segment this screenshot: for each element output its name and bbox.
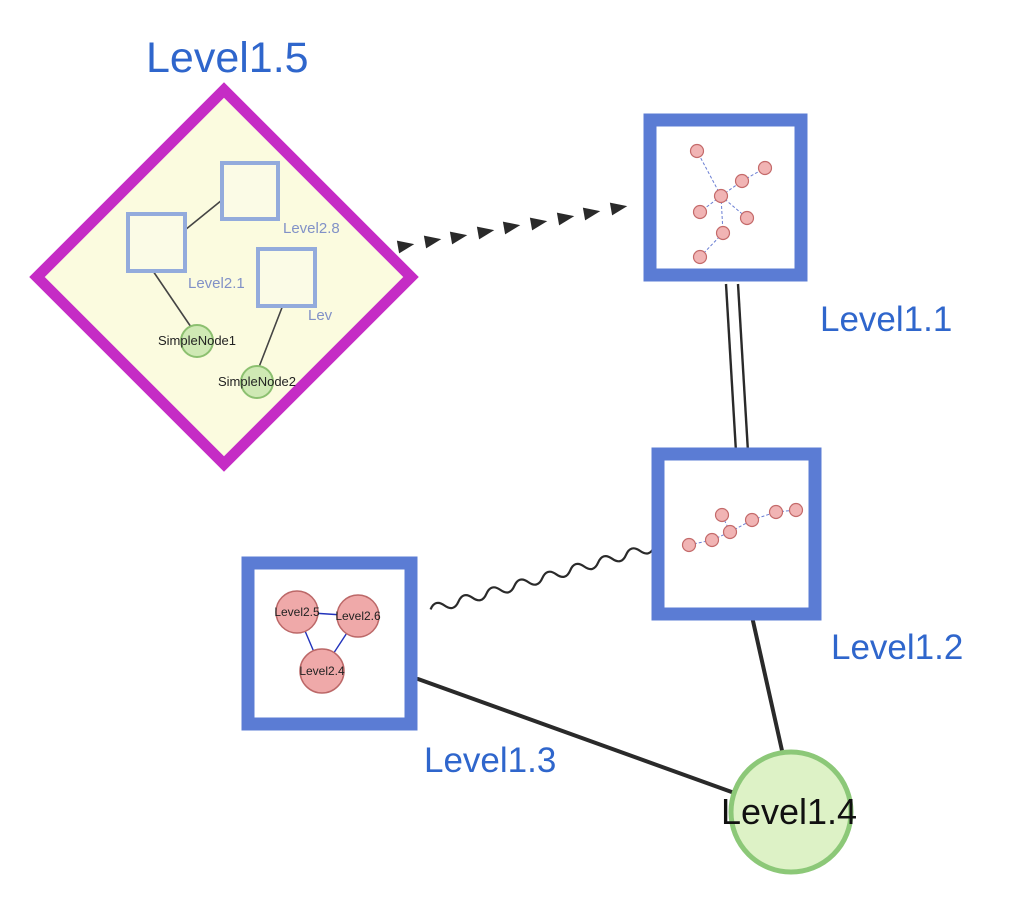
edge-lev-to-simplenode2[interactable] <box>258 304 284 368</box>
arrow-glyph <box>476 226 495 240</box>
label-level11: Level1.1 <box>820 300 952 339</box>
arrow-glyph <box>449 231 468 245</box>
level13-frame[interactable] <box>241 556 418 731</box>
arrow-glyph <box>423 235 442 249</box>
edge-level15-to-level11[interactable] <box>396 200 629 254</box>
edge-level21-to-level28[interactable] <box>184 199 223 231</box>
small-node[interactable] <box>722 524 738 540</box>
small-node[interactable] <box>692 249 708 265</box>
level11-inner-graph <box>689 143 773 265</box>
edge-level12-to-level13[interactable] <box>429 543 656 614</box>
node-level13[interactable]: Level2.5 Level2.6 Level2.4 <box>241 556 418 731</box>
node-level24[interactable] <box>299 648 345 694</box>
small-node[interactable] <box>681 537 697 553</box>
arrow-glyph <box>529 217 548 231</box>
level12-inner-graph <box>681 502 804 553</box>
small-node[interactable] <box>715 225 731 241</box>
label-level12: Level1.2 <box>831 628 963 667</box>
label-simplenode1: SimpleNode1 <box>158 333 236 348</box>
label-lev: Lev <box>308 307 333 324</box>
label-level26: Level2.6 <box>335 609 381 623</box>
wavy-line <box>429 546 656 610</box>
small-node[interactable] <box>788 502 804 518</box>
small-node[interactable] <box>768 504 784 520</box>
small-node[interactable] <box>704 532 720 548</box>
node-level25[interactable] <box>275 590 319 634</box>
label-level13: Level1.3 <box>424 741 556 780</box>
small-node[interactable] <box>714 507 730 523</box>
node-level11[interactable] <box>643 113 808 282</box>
label-level15: Level1.5 <box>146 34 309 82</box>
arrow-glyph <box>556 212 575 226</box>
level15-diamond-shape[interactable] <box>29 82 419 472</box>
node-level12[interactable] <box>651 447 822 621</box>
small-node[interactable] <box>713 188 729 204</box>
small-node[interactable] <box>734 173 750 189</box>
small-node[interactable] <box>689 143 705 159</box>
node-simplenode1[interactable] <box>180 324 214 358</box>
level14-circle-shape[interactable] <box>728 749 854 875</box>
node-level28[interactable] <box>220 161 280 221</box>
label-level21: Level2.1 <box>188 275 245 292</box>
double-line-left <box>724 283 738 453</box>
edge-level11-to-level12[interactable] <box>724 283 750 453</box>
inner-dashed-edge[interactable] <box>696 150 722 197</box>
edge-level12-to-level14[interactable] <box>751 619 785 757</box>
node-level14[interactable]: Level1.4 <box>721 749 857 875</box>
arrow-glyph <box>396 240 415 254</box>
label-level28: Level2.8 <box>283 220 340 237</box>
small-node[interactable] <box>739 210 755 226</box>
level11-frame[interactable] <box>643 113 808 282</box>
level13-inner-graph: Level2.5 Level2.6 Level2.4 <box>274 590 381 694</box>
label-level24: Level2.4 <box>299 664 345 678</box>
node-level21[interactable] <box>126 212 187 273</box>
arrow-glyph <box>609 202 628 216</box>
edge-level13-to-level14[interactable] <box>416 677 742 797</box>
node-lev[interactable] <box>256 247 317 308</box>
double-line-right <box>736 283 750 453</box>
node-level26[interactable] <box>336 594 380 638</box>
small-node[interactable] <box>692 204 708 220</box>
label-level14: Level1.4 <box>721 791 857 832</box>
small-node[interactable] <box>744 512 760 528</box>
inner-dashed-edge[interactable] <box>688 539 713 546</box>
node-level15[interactable]: Level2.8 Level2.1 Lev SimpleNode1 Simple… <box>29 82 419 472</box>
label-simplenode2: SimpleNode2 <box>218 374 296 389</box>
edge-level21-to-simplenode1[interactable] <box>152 270 192 328</box>
node-simplenode2[interactable] <box>240 365 274 399</box>
small-node[interactable] <box>757 160 773 176</box>
arrow-glyph <box>582 207 601 221</box>
label-level25: Level2.5 <box>274 605 320 619</box>
arrow-glyph <box>502 221 521 235</box>
